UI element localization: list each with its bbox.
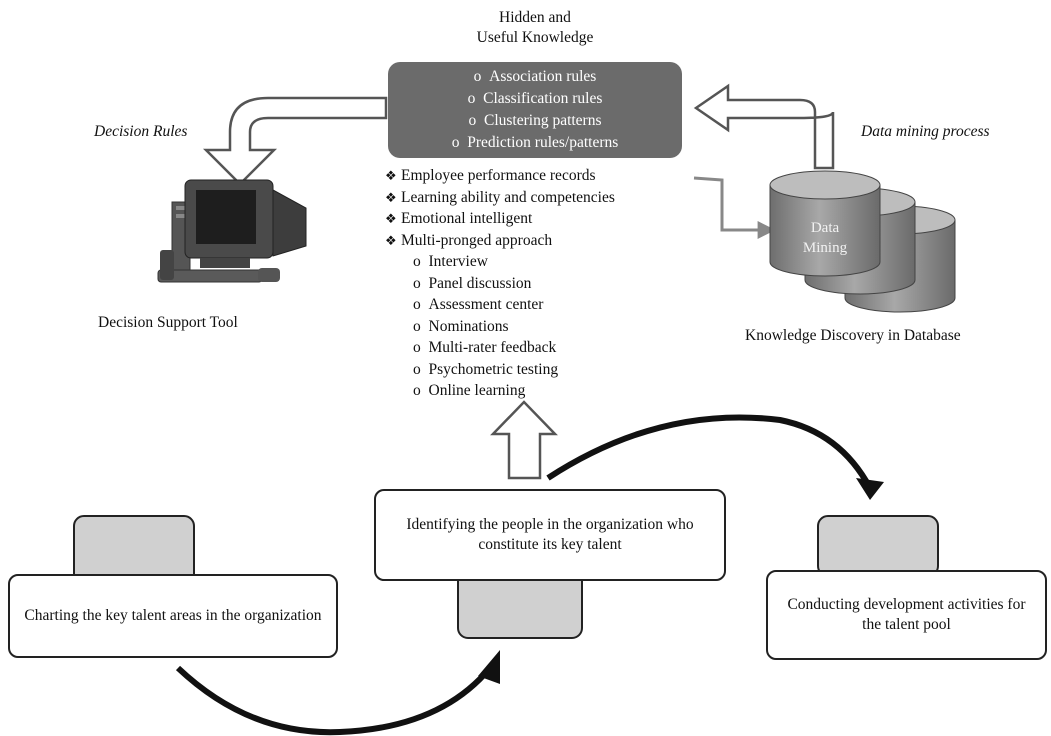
data-mining-process-label: Data mining process [861,123,990,140]
data-mining-process-arrow [693,83,835,170]
criteria-sub-item: o Nominations [413,317,509,335]
data-mining-label: Data Mining [802,220,848,256]
knowledge-title-line1: Hidden and [499,9,571,26]
database-cylinders-icon [769,170,956,313]
cycle-arrow-top [546,414,884,500]
criteria-sub-item: o Multi-rater feedback [413,339,557,356]
criteria-list: ❖Employee performance records ❖Learning … [385,165,615,402]
criteria-item: ❖Employee performance records [385,167,596,184]
criteria-sub-item: o Interview [413,253,488,270]
process-step-charting: Charting the key talent areas in the org… [8,574,338,658]
knowledge-item: o Classification rules [467,90,603,107]
knowledge-box [388,62,682,158]
cycle-arrow-bottom [175,650,500,736]
knowledge-title: Hidden and Useful Knowledge [430,8,640,48]
criteria-item: ❖Learning ability and competencies [385,188,615,206]
criteria-sub-item: o Assessment center [413,296,544,313]
criteria-item: ❖Multi-pronged approach [385,231,553,249]
criteria-sub-item: o Online learning [413,382,526,399]
process-step-conducting-text: Conducting development activities for th… [787,596,1026,633]
knowledge-title-line2: Useful Knowledge [476,29,594,46]
criteria-sub-item: o Psychometric testing [413,360,559,378]
up-arrow [490,400,558,480]
process-step-conducting: Conducting development activities for th… [766,570,1047,660]
criteria-to-datamining-arrow [693,176,776,239]
computer-icon [157,179,307,283]
decision-rules-arrow [202,96,388,186]
process-step-charting-text: Charting the key talent areas in the org… [24,607,322,624]
kdd-label: Knowledge Discovery in Database [745,327,961,344]
decision-support-tool-label: Decision Support Tool [98,314,238,331]
process-step-identifying-text: Identifying the people in the organizati… [406,516,694,553]
knowledge-item: o Prediction rules/patterns [451,134,619,151]
knowledge-list: o Association rules o Classification rul… [388,66,682,154]
criteria-sub-item: o Panel discussion [413,274,532,292]
decision-rules-label: Decision Rules [94,123,188,140]
knowledge-item: o Clustering patterns [468,112,602,129]
criteria-item: ❖Emotional intelligent [385,210,533,227]
process-step-identifying: Identifying the people in the organizati… [374,489,726,581]
knowledge-item: o Association rules [473,68,597,85]
